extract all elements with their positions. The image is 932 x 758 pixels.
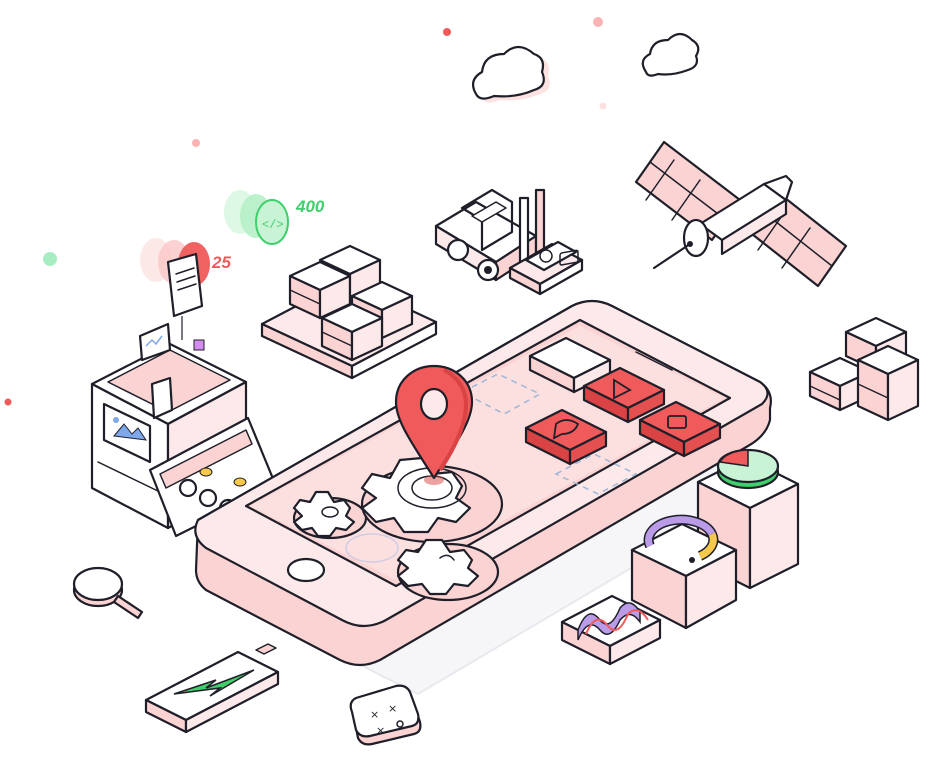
cloud-icon <box>641 32 700 77</box>
green-badge-count: 400 <box>295 197 325 216</box>
document-icon <box>166 252 204 340</box>
ring-chart-icon <box>630 514 738 630</box>
forklift-icon <box>434 188 584 296</box>
magnifier-icon <box>72 566 144 620</box>
gamepad-icon: × × × <box>349 684 422 746</box>
code-icon: </> 400 <box>224 190 325 245</box>
camera-app-icon[interactable] <box>528 249 612 394</box>
location-pin-icon <box>394 364 474 485</box>
svg-text:×: × <box>370 708 379 721</box>
satellite-icon <box>634 140 848 288</box>
home-button[interactable] <box>286 557 326 583</box>
chat-app-icon[interactable] <box>524 408 608 466</box>
stacked-cubes-icon <box>808 316 920 422</box>
message-app-icon[interactable] <box>638 400 722 458</box>
cloud-icon <box>471 45 550 103</box>
decorative-dots <box>4 17 607 406</box>
svg-text:×: × <box>388 702 397 715</box>
wave-chart-icon <box>560 594 662 666</box>
svg-text:×: × <box>376 724 385 737</box>
play-app-icon[interactable] <box>582 366 666 424</box>
red-badge-count: 25 <box>211 253 231 272</box>
svg-text:</>: </> <box>262 218 284 232</box>
stacked-cubes-icon <box>260 244 438 380</box>
gears-icon <box>292 456 504 602</box>
factory-machine-icon <box>90 322 278 538</box>
battery-charging-icon <box>144 643 280 734</box>
